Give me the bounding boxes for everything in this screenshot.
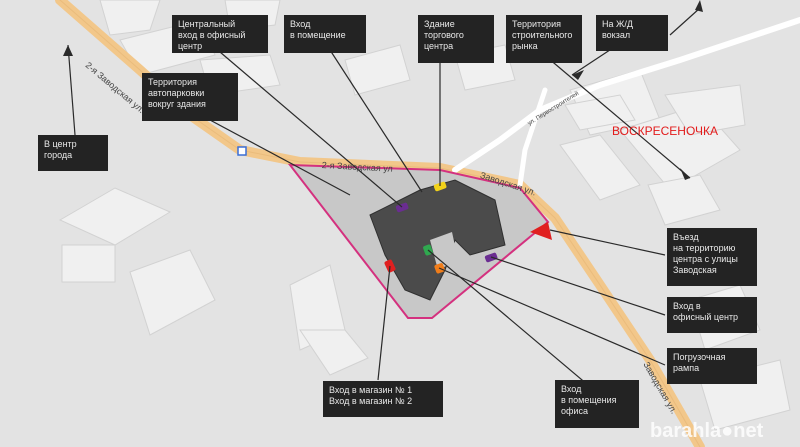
- label-city-center: В центр города: [38, 135, 108, 171]
- watermark: barahla●net: [650, 420, 764, 442]
- label-railway-station: На Ж/Д вокзал: [596, 15, 668, 51]
- district-name: ВОСКРЕСЕНОЧКА: [612, 124, 719, 138]
- building-courtyard: [430, 232, 458, 270]
- marker-mall-building: [433, 181, 447, 192]
- label-loading-ramp: Погрузочная рампа: [667, 348, 757, 384]
- label-parking: Территория автопарковки вокруг здания: [142, 73, 238, 121]
- label-territory-entry: Въезд на территорию центра с улицы Завод…: [667, 228, 757, 286]
- arrowheads: [63, 0, 703, 180]
- label-office-entrance: Вход в офисный центр: [667, 297, 757, 333]
- label-room-entrance: Вход в помещение: [284, 15, 366, 53]
- label-mall-building: Здание торгового центра: [418, 15, 494, 63]
- railway-arrow-line: [669, 7, 701, 36]
- surrounding-buildings: [58, 0, 791, 431]
- marker-territory-entry: [530, 222, 552, 240]
- label-central-entrance: Центральный вход в офисный центр: [172, 15, 268, 53]
- label-shop-entrance: Вход в магазин № 1 Вход в магазин № 2: [323, 381, 443, 417]
- pointer-lines: [67, 39, 691, 386]
- label-office-room-entrance: Вход в помещения офиса: [555, 380, 639, 428]
- bus-stop-icon: [237, 146, 247, 156]
- label-construction-market: Территория строительного рынка: [506, 15, 582, 63]
